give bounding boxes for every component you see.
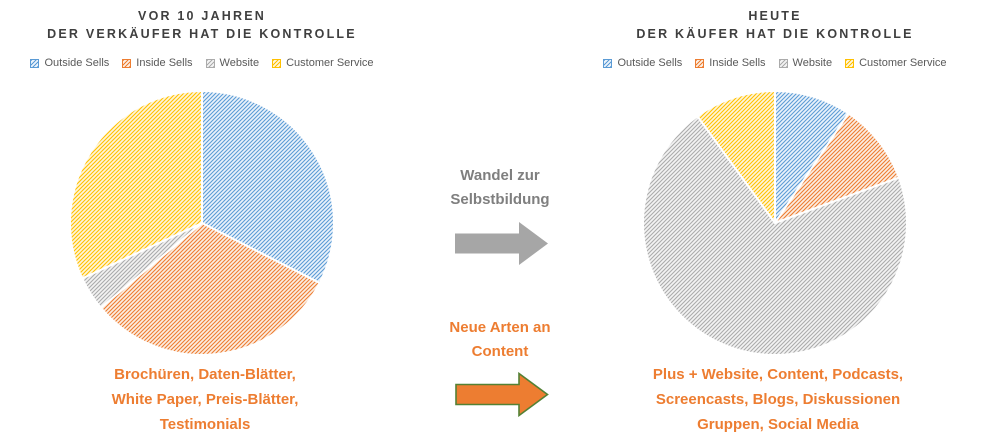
after-footer-line3: Gruppen, Social Media (697, 416, 859, 433)
before-footer-line1: Brochüren, Daten-Blätter, (114, 366, 296, 383)
before-footer-text: Brochüren, Daten-Blätter, White Paper, P… (10, 362, 400, 437)
after-title-line1: HEUTE (748, 9, 802, 23)
before-pie-chart (69, 90, 335, 356)
outside-sells-swatch-icon (603, 58, 613, 68)
website-swatch-icon (778, 58, 788, 68)
legend-label: Customer Service (286, 57, 374, 69)
legend-label: Customer Service (859, 57, 947, 69)
after-footer-line1: Plus + Website, Content, Podcasts, (652, 366, 904, 383)
pie-slice-inside-sells (774, 112, 900, 224)
before-footer-line2: White Paper, Preis-Blätter, (111, 391, 299, 408)
legend-label: Outside Sells (44, 57, 110, 69)
after-legend: Outside Sells Inside Sells Website Custo… (573, 57, 977, 69)
legend-item-outside-sells: Outside Sells (603, 57, 682, 69)
new-content-label-line1: Neue Arten an (449, 319, 551, 336)
after-pie-chart (642, 90, 908, 356)
legend-label: Inside Sells (709, 57, 766, 69)
before-footer-line3: Testimonials (159, 416, 251, 433)
transition-arrow-icon (455, 222, 548, 265)
legend-item-website: Website (778, 57, 833, 69)
legend-item-inside-sells: Inside Sells (122, 57, 193, 69)
legend-label: Website (792, 57, 833, 69)
new-content-label: Neue Arten an Content (410, 316, 590, 364)
pie-slice-customer-service (696, 90, 776, 224)
pie-slice-website (642, 115, 908, 356)
before-legend: Outside Sells Inside Sells Website Custo… (0, 57, 404, 69)
legend-label: Outside Sells (617, 57, 683, 69)
transition-label: Wandel zur Selbstbildung (410, 164, 590, 212)
website-swatch-icon (205, 58, 215, 68)
legend-item-website: Website (205, 57, 260, 69)
legend-label: Inside Sells (136, 57, 193, 69)
after-footer-line2: Screencasts, Blogs, Diskussionen (655, 391, 901, 408)
legend-item-outside-sells: Outside Sells (30, 57, 109, 69)
transition-label-line2: Selbstbildung (450, 191, 550, 208)
after-title-line2: DER KÄUFER HAT DIE KONTROLLE (636, 26, 914, 41)
transition-label-line1: Wandel zur (460, 167, 540, 184)
customer-service-swatch-icon (845, 58, 855, 68)
before-title-line2: DER VERKÄUFER HAT DIE KONTROLLE (47, 26, 357, 41)
pie-slice-outside-sells (201, 90, 335, 284)
inside-sells-swatch-icon (122, 58, 132, 68)
after-footer-text: Plus + Website, Content, Podcasts, Scree… (583, 362, 973, 437)
after-chart-title: HEUTE DER KÄUFER HAT DIE KONTROLLE (573, 8, 977, 43)
before-chart-title: VOR 10 JAHREN DER VERKÄUFER HAT DIE KONT… (0, 8, 404, 43)
customer-service-swatch-icon (272, 58, 282, 68)
outside-sells-swatch-icon (30, 58, 40, 68)
pie-slice-customer-service (69, 90, 203, 280)
legend-item-inside-sells: Inside Sells (695, 57, 766, 69)
legend-item-customer-service: Customer Service (272, 57, 374, 69)
inside-sells-swatch-icon (695, 58, 705, 68)
pie-slice-inside-sells (99, 222, 321, 356)
legend-item-customer-service: Customer Service (845, 57, 947, 69)
new-content-arrow-icon (455, 372, 549, 417)
new-content-label-line2: Content (471, 343, 529, 360)
pie-slice-outside-sells (774, 90, 850, 224)
legend-label: Website (219, 57, 260, 69)
before-title-line1: VOR 10 JAHREN (138, 9, 266, 23)
